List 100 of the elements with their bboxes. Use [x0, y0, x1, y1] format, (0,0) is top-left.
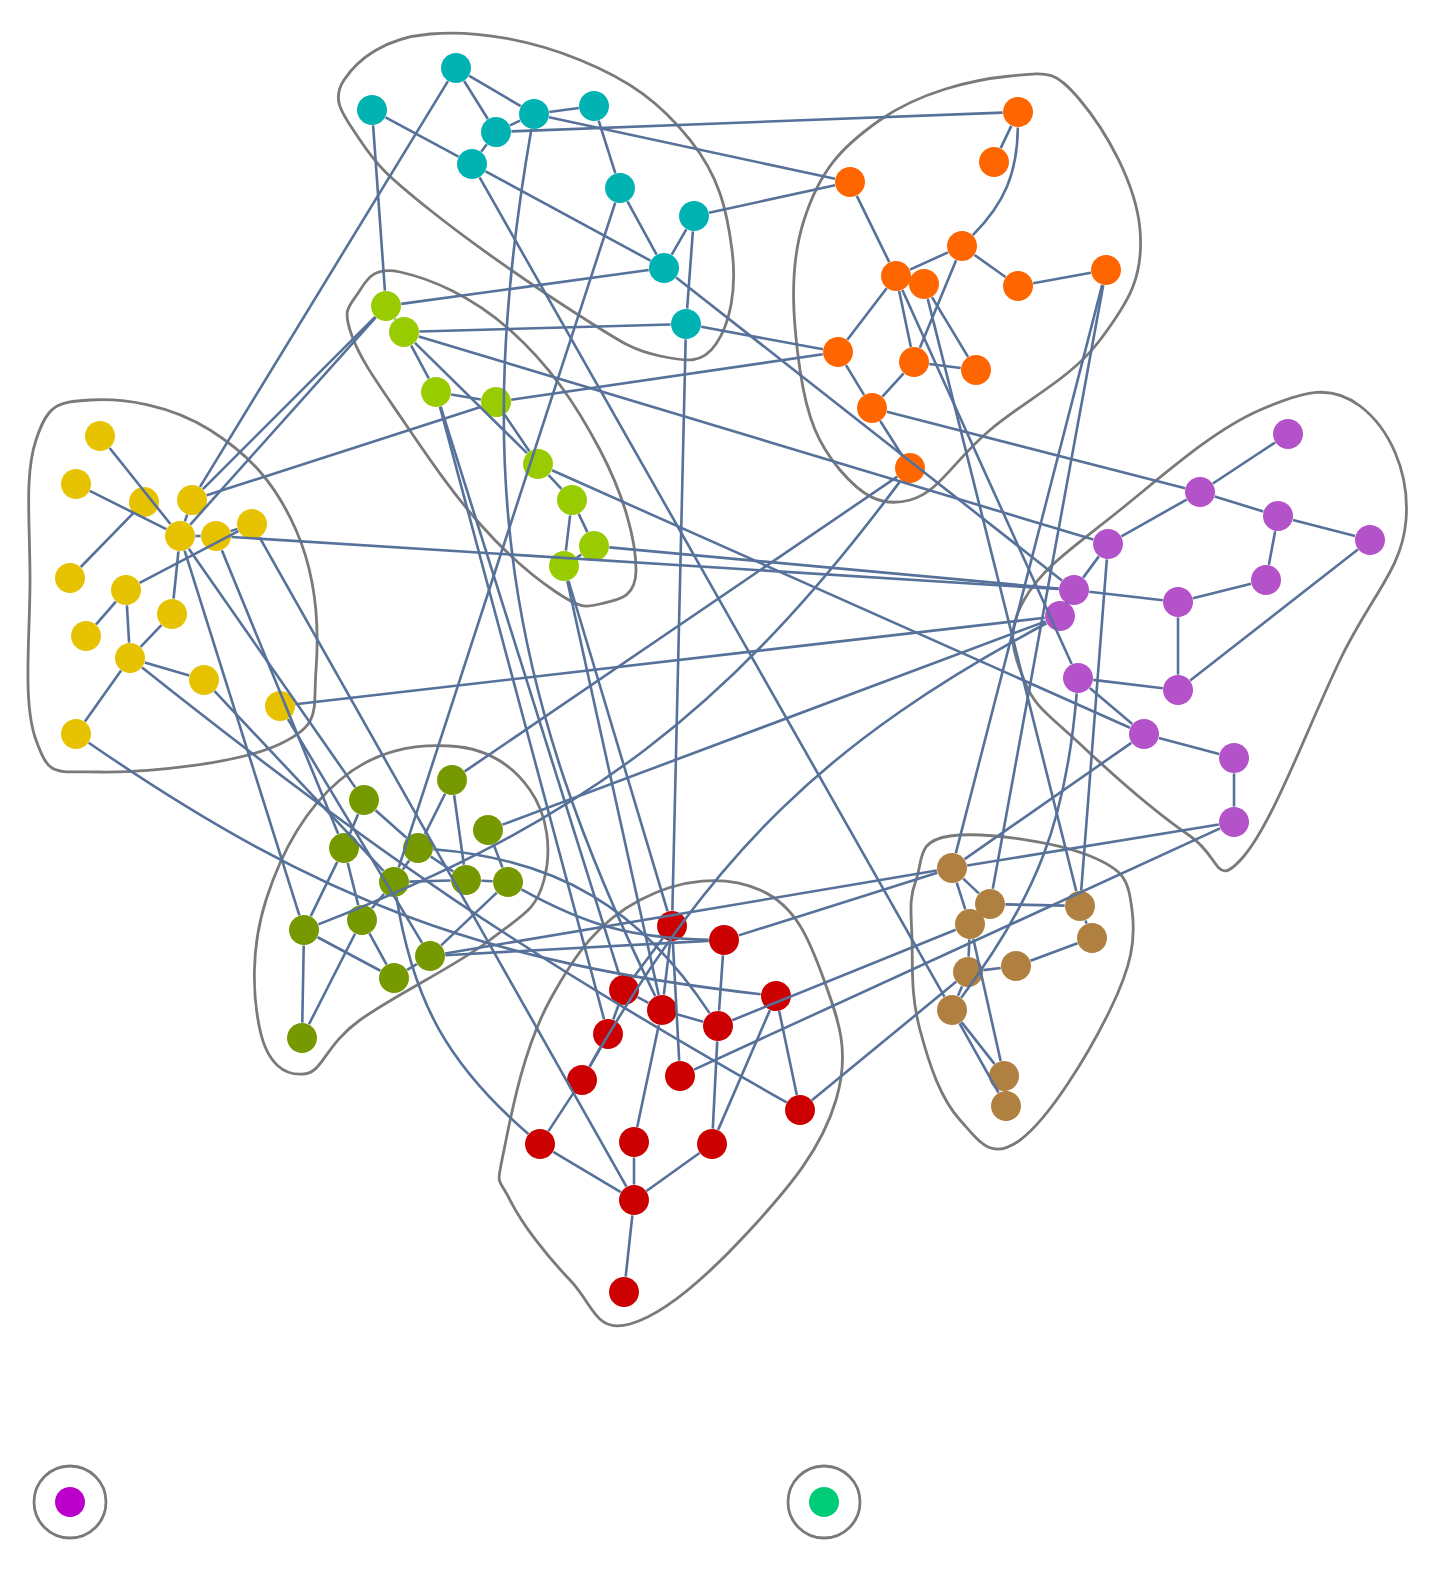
graph-edge	[738, 871, 938, 937]
graph-edge	[999, 125, 1013, 149]
graph-vertex	[403, 833, 433, 863]
graph-edge	[401, 268, 649, 306]
graph-edge	[450, 393, 482, 401]
graph-vertex	[647, 995, 677, 1025]
graph-vertex	[349, 785, 379, 815]
graph-vertex	[909, 269, 939, 299]
graph-vertex	[703, 1011, 733, 1041]
graph-edge	[566, 580, 660, 996]
graph-edge	[1212, 441, 1276, 485]
graph-edge	[671, 339, 687, 911]
graph-edge	[295, 616, 1045, 706]
graph-edge	[954, 284, 1104, 854]
graph-vertex	[835, 167, 865, 197]
graph-vertex	[71, 621, 101, 651]
graph-edge	[909, 251, 949, 271]
graph-edge	[1158, 736, 1220, 756]
graph-edge	[711, 1041, 719, 1129]
graph-edge	[632, 937, 664, 979]
graph-vertex	[237, 509, 267, 539]
graph-edge	[346, 862, 360, 906]
graph-vertex	[85, 421, 115, 451]
graph-vertex	[115, 643, 145, 673]
graph-edge	[139, 530, 239, 584]
graph-edge	[520, 888, 709, 942]
graph-edge	[395, 896, 530, 1135]
graph-edge	[183, 514, 189, 522]
graph-edge	[125, 605, 131, 643]
graph-vertex	[979, 147, 1009, 177]
graph-edge	[963, 741, 1133, 861]
graph-edge	[368, 932, 388, 966]
graph-edge	[445, 939, 709, 957]
graph-vertex	[1003, 97, 1033, 127]
graph-edge	[409, 879, 451, 883]
graph-edge	[384, 116, 460, 158]
graph-vertex	[265, 691, 295, 721]
graph-edge	[1082, 555, 1100, 579]
graph-vertex	[1273, 419, 1303, 449]
graph-edge	[189, 316, 377, 526]
graph-edge	[956, 985, 964, 997]
graph-vertex	[785, 1095, 815, 1125]
graph-edge	[929, 362, 961, 370]
graph-edge	[452, 795, 466, 865]
graph-vertex	[895, 453, 925, 483]
graph-edge	[501, 620, 1047, 826]
graph-vertex	[389, 317, 419, 347]
graph-edge	[886, 410, 1186, 490]
graph-vertex	[1251, 565, 1281, 595]
graph-edge	[301, 945, 305, 1023]
graph-edge	[844, 364, 866, 396]
graph-vertex	[437, 765, 467, 795]
graph-edge	[419, 323, 671, 333]
graph-edge	[1032, 271, 1092, 285]
graph-edge	[206, 405, 482, 497]
graph-vertex	[1355, 525, 1385, 555]
graph-vertex	[899, 347, 929, 377]
graph-edge	[846, 287, 888, 341]
graph-edge	[1088, 686, 1134, 726]
graph-edge	[410, 345, 430, 380]
graph-edge	[552, 1150, 622, 1194]
graph-edge	[418, 335, 1094, 541]
graph-edge	[317, 479, 902, 926]
graph-edge	[195, 534, 201, 538]
graph-vertex	[347, 905, 377, 935]
graph-vertex	[55, 563, 85, 593]
graph-vertex	[955, 909, 985, 939]
graph-vertex	[473, 815, 503, 845]
graph-edge	[926, 298, 1078, 892]
graph-edge	[286, 718, 424, 944]
graph-edge	[1120, 498, 1188, 538]
graph-edge	[89, 489, 167, 531]
cluster-outline	[792, 72, 1142, 504]
graph-edge	[960, 1021, 996, 1065]
graph-edge	[1176, 617, 1180, 675]
graph-edge	[492, 843, 504, 869]
graph-edge	[141, 666, 788, 1104]
graph-edge	[700, 325, 824, 351]
graph-edge	[564, 515, 572, 551]
graph-vertex	[557, 485, 587, 515]
graph-vertex	[61, 469, 91, 499]
graph-edge	[401, 859, 411, 871]
graph-edge	[108, 447, 172, 525]
graph-edge	[991, 284, 1105, 890]
graph-edge	[972, 938, 1002, 1062]
graph-edge	[1189, 548, 1359, 682]
graph-edge	[468, 74, 522, 108]
graph-vertex	[671, 309, 701, 339]
graph-edge	[973, 253, 1007, 279]
graph-vertex	[1077, 923, 1107, 953]
graph-edge	[588, 1046, 602, 1068]
graph-edge	[577, 513, 589, 533]
cluster-outline	[337, 31, 735, 362]
graph-edge	[183, 550, 301, 916]
graph-vertex	[379, 867, 409, 897]
graph-vertex	[579, 91, 609, 121]
graph-edge	[87, 741, 761, 996]
graph-vertex	[619, 1185, 649, 1215]
graph-vertex	[1063, 663, 1093, 693]
graph-vertex	[991, 1091, 1021, 1121]
